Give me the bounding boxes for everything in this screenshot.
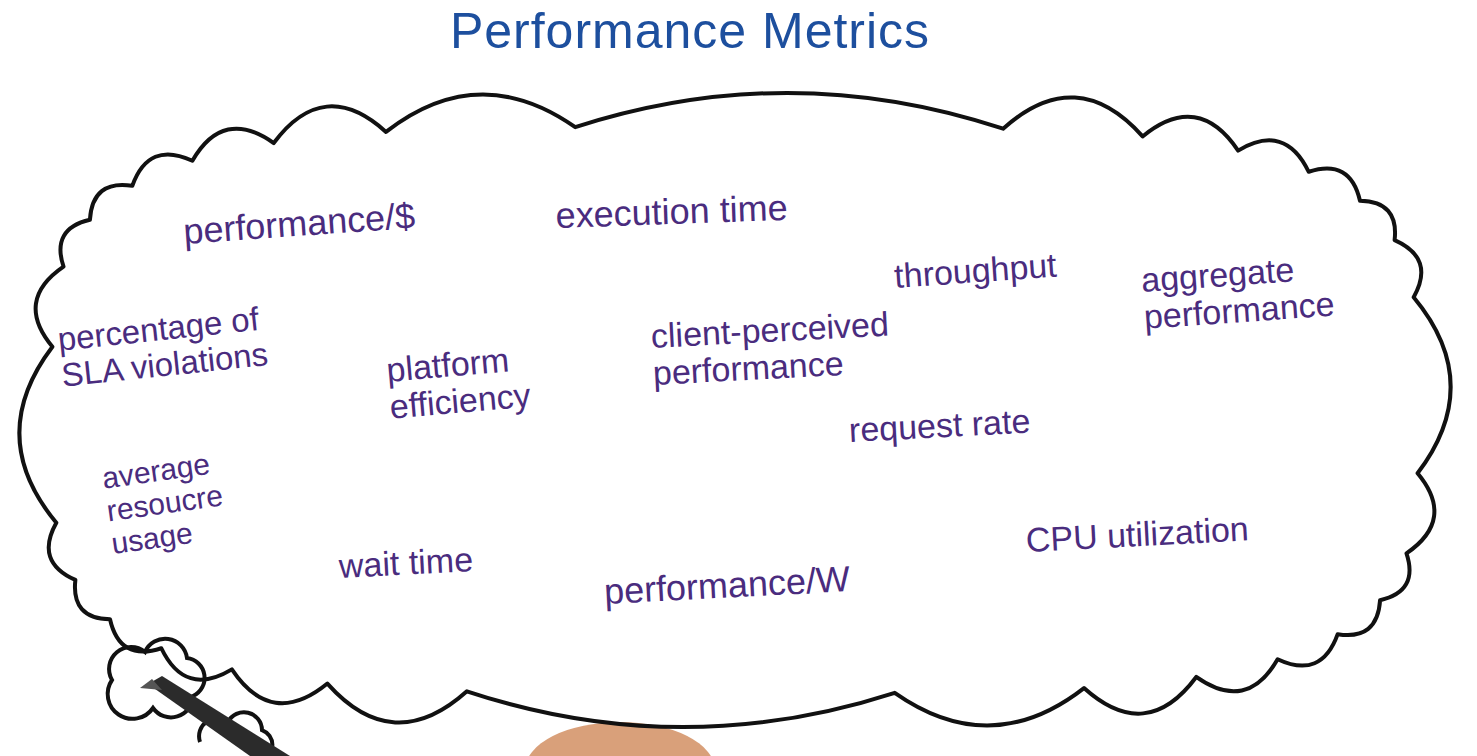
metric-label: performance/W [603, 559, 851, 611]
metric-label: execution time [555, 188, 788, 236]
metric-label: platform efficiency [385, 335, 591, 427]
metric-label: request rate [848, 403, 1031, 450]
metric-label: percentage of SLA violations [56, 295, 322, 394]
metric-label: throughput [893, 247, 1058, 296]
marker-tip [140, 679, 162, 690]
metric-label: client-perceived performance [650, 303, 944, 393]
marker [148, 676, 290, 756]
metric-label: performance/$ [182, 196, 416, 252]
metric-label: wait time [338, 541, 474, 585]
metric-label: CPU utilization [1025, 510, 1250, 559]
metric-label: average resoucre usage [100, 438, 287, 560]
metrics-cloud: performance/$ execution time throughput agg… [30, 105, 1440, 715]
metric-label: aggregate performance [1140, 246, 1375, 337]
title: Performance Metrics [450, 2, 930, 60]
cloud-outline-path [19, 93, 1450, 727]
